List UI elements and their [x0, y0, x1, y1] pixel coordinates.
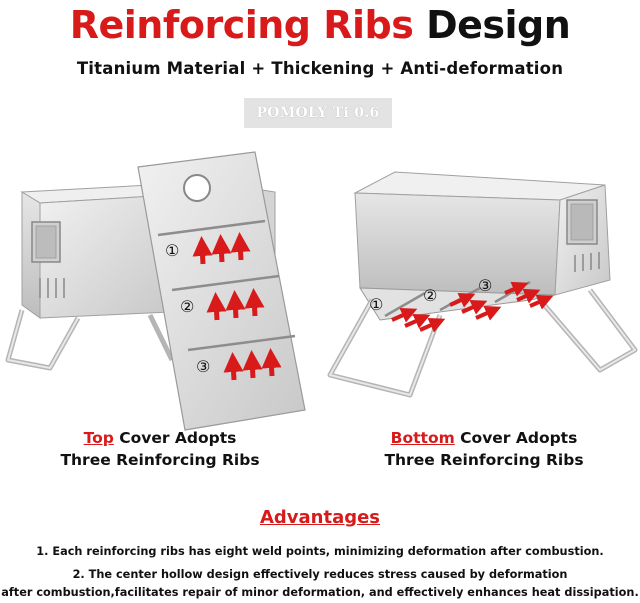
chimney-hole: [183, 174, 211, 202]
brand-badge: POMOLY Ti 0.6: [244, 98, 392, 128]
left-rib-label-1: ①: [165, 241, 179, 260]
top-cover-caption-highlight: Top: [83, 429, 114, 447]
right-rib-label-3: ③: [478, 276, 492, 295]
top-cover-ribs: [157, 219, 296, 352]
bottom-cover-caption: Bottom Cover Adopts Three Reinforcing Ri…: [344, 427, 624, 471]
title-black-part: Design: [426, 3, 571, 47]
right-rib-labels: ① ② ③: [369, 276, 492, 314]
advantage-point-2: 2. The center hollow design effectively …: [72, 568, 568, 581]
top-cover-caption-rest: Cover Adopts: [119, 429, 237, 447]
right-stove: [327, 171, 638, 398]
advantages-heading: Advantages: [0, 507, 640, 528]
right-rib-label-1: ①: [369, 295, 383, 314]
left-rib-label-2: ②: [180, 297, 194, 316]
left-stove: [5, 151, 306, 431]
bottom-cover-caption-rest: Cover Adopts: [460, 429, 578, 447]
right-force-arrows: [391, 281, 554, 333]
title-red-part: Reinforcing Ribs: [69, 3, 414, 47]
advantage-point-3: after combustion,facilitates repair of m…: [1, 586, 639, 599]
left-rib-labels: ① ② ③: [165, 241, 210, 376]
advantages-heading-text: Advantages: [259, 507, 381, 528]
left-rib-label-3: ③: [196, 357, 210, 376]
top-cover-caption: Top Cover Adopts Three Reinforcing Ribs: [20, 427, 300, 471]
top-cover-panel: [137, 151, 306, 431]
page-title: Reinforcing Ribs Design: [0, 2, 640, 48]
right-rib-label-2: ②: [423, 286, 437, 305]
bottom-cover-caption-line2: Three Reinforcing Ribs: [384, 451, 584, 469]
advantage-point-1: 1. Each reinforcing ribs has eight weld …: [36, 545, 604, 558]
left-force-arrows: [192, 232, 282, 381]
bottom-cover-caption-highlight: Bottom: [390, 429, 455, 447]
top-cover-caption-line2: Three Reinforcing Ribs: [60, 451, 260, 469]
subtitle: Titanium Material + Thickening + Anti-de…: [76, 59, 564, 78]
